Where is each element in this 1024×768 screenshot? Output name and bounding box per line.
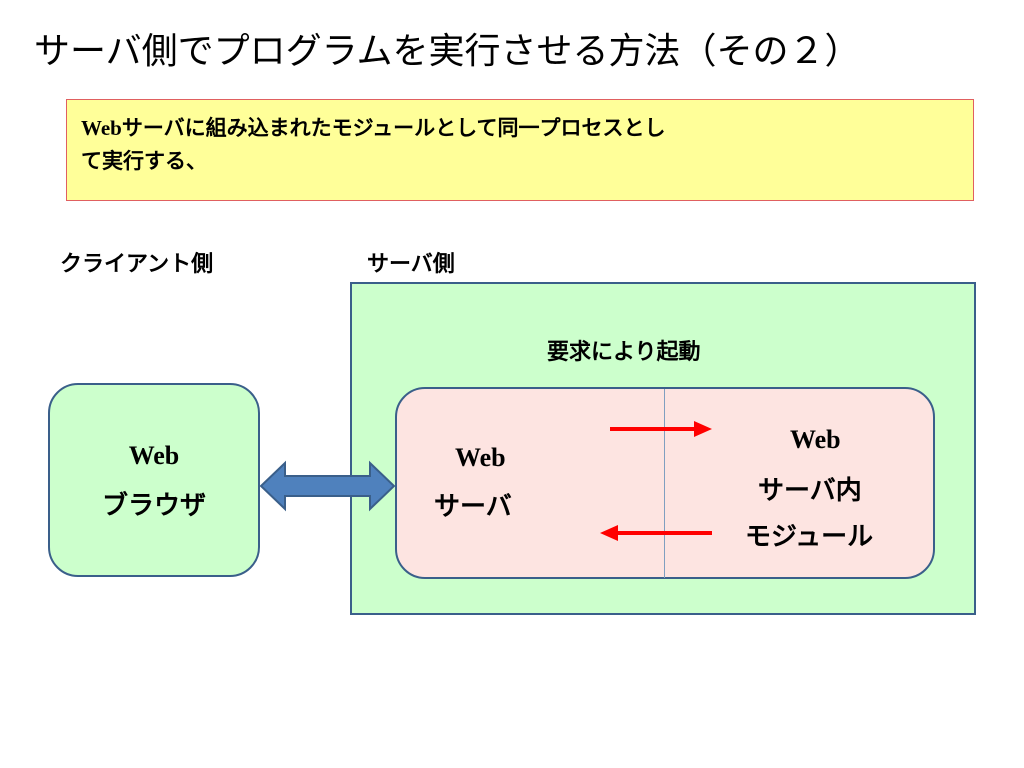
response-arrow-left (600, 525, 712, 541)
note-box: Webサーバに組み込まれたモジュールとして同一プロセスとし て実行する、 (66, 99, 974, 201)
server-module-divider (664, 389, 665, 578)
server-side-label: サーバ側 (367, 252, 455, 277)
bidirectional-arrow (259, 460, 396, 512)
web-browser-box: Web ブラウザ (48, 383, 260, 577)
browser-label-web: Web (128, 441, 180, 470)
note-latin-text: Web (81, 116, 122, 140)
module-label-web: Web (790, 425, 841, 454)
note-line-1: Webサーバに組み込まれたモジュールとして同一プロセスとし (81, 112, 959, 145)
slide-title: サーバ側でプログラムを実行させる方法（その２） (34, 31, 861, 72)
module-label-server-internal: サーバ内 (758, 476, 862, 506)
request-arrow-right (610, 421, 712, 437)
note-text-1: サーバに組み込まれたモジュールとして同一プロセスとし (121, 116, 666, 140)
web-server-box (395, 387, 935, 579)
web-server-label-name: サーバ (434, 492, 512, 522)
module-label-module: モジュール (745, 522, 874, 552)
browser-label-name: ブラウザ (101, 491, 206, 521)
web-server-label-web: Web (455, 443, 506, 472)
note-text-2: て実行する、 (81, 149, 207, 173)
start-on-request-label: 要求により起動 (547, 340, 701, 365)
client-side-label: クライアント側 (60, 252, 214, 277)
